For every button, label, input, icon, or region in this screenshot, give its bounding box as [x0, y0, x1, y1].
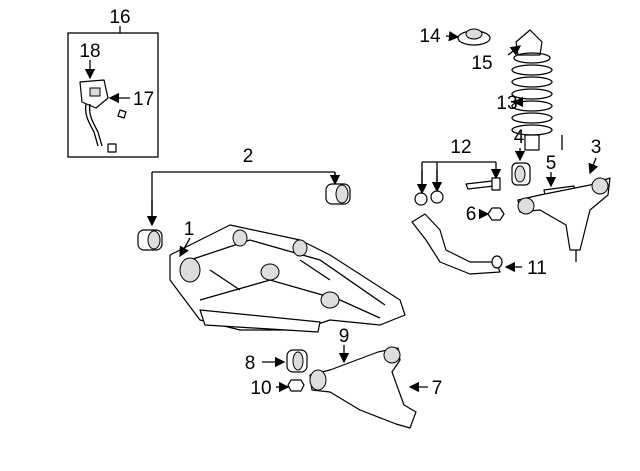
callout-16: 16: [109, 7, 130, 28]
callout-4: 4: [514, 127, 525, 148]
callout-2: 2: [243, 146, 254, 167]
lower-arm: [411, 213, 503, 275]
callout-10: 10: [250, 378, 271, 399]
callout-18: 18: [79, 41, 100, 62]
callout-8: 8: [245, 353, 256, 374]
callout-9: 9: [339, 326, 350, 347]
callout-6: 6: [466, 204, 477, 225]
callout-12: 12: [450, 137, 471, 158]
callout-14: 14: [419, 26, 441, 47]
adjusting-bolts: [414, 161, 531, 206]
stabilizer-link-inset: [67, 26, 159, 158]
callout-15: 15: [471, 53, 492, 74]
callout-7: 7: [432, 378, 443, 399]
callout-1: 1: [184, 219, 195, 240]
callout-5: 5: [546, 153, 557, 174]
nut: [487, 207, 505, 221]
upper-control-arm: [517, 172, 611, 262]
callout-11: 11: [527, 258, 547, 279]
front-crossmember: [169, 224, 406, 333]
callout-3: 3: [591, 137, 602, 158]
crossmember-bushings: [137, 171, 351, 251]
lower-control-arm: [286, 346, 417, 429]
callout-17: 17: [133, 89, 154, 110]
callout-13: 13: [496, 93, 517, 114]
callout-labels: 16 18 17 2 1 14 15 13 12 4 5 3 6 11 9 8 …: [79, 7, 601, 399]
coil-spring-assembly: [457, 28, 563, 151]
